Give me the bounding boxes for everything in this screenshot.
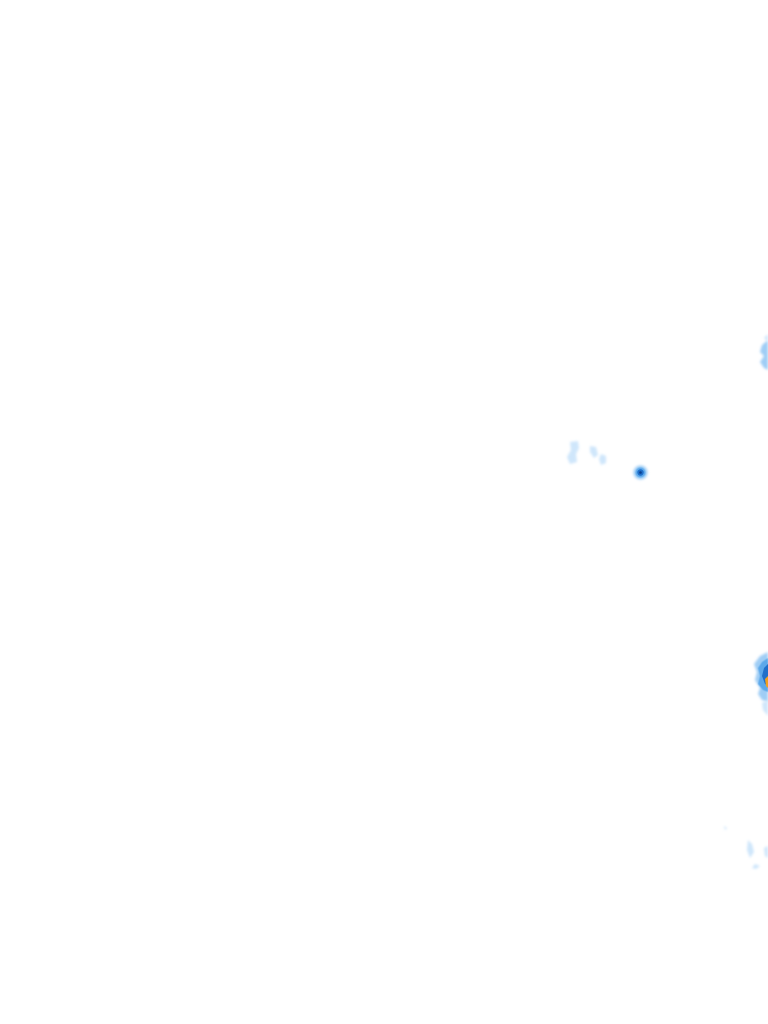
- precip-echo-isolated-cell: [633, 465, 648, 480]
- precip-echo-upper-right: [760, 334, 768, 370]
- precip-echo-center-cluster: [567, 441, 606, 465]
- precip-echo-lower-right: [724, 826, 768, 869]
- precip-echo-storm-right: [754, 652, 768, 716]
